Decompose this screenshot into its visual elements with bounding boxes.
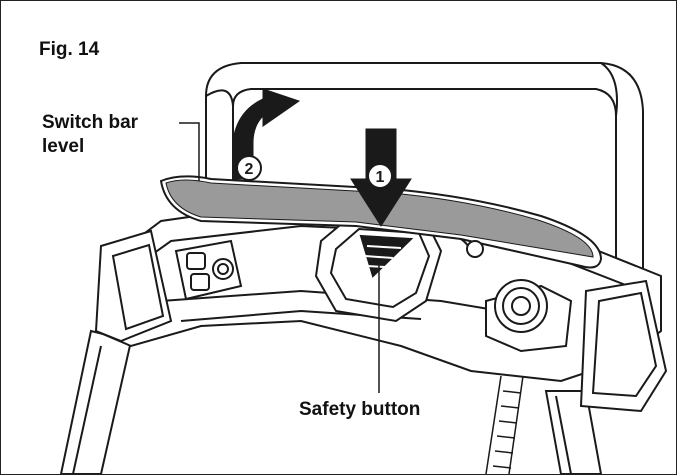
switch-bar-label-line2: level [42, 136, 85, 157]
figure-label: Fig. 14 [39, 39, 100, 60]
left-grip-housing [94, 229, 173, 343]
switch-bar-label-line1: Switch bar [42, 112, 139, 133]
switch-bar-label: Switch bar level [42, 111, 138, 159]
step-marker-1-text: 1 [376, 169, 385, 186]
switch-bar-leader [179, 122, 200, 181]
cable-hose [485, 375, 524, 474]
step-marker-1: 1 [367, 163, 393, 189]
rotary-knob [485, 279, 573, 353]
direction-button-pad [174, 239, 243, 301]
step-marker-2: 2 [236, 155, 262, 181]
handle-frame [205, 62, 644, 301]
step-marker-2-text: 2 [245, 161, 254, 178]
leader-lines [179, 122, 380, 393]
right-grip-housing [579, 279, 668, 413]
safety-button-label: Safety button [299, 399, 421, 420]
